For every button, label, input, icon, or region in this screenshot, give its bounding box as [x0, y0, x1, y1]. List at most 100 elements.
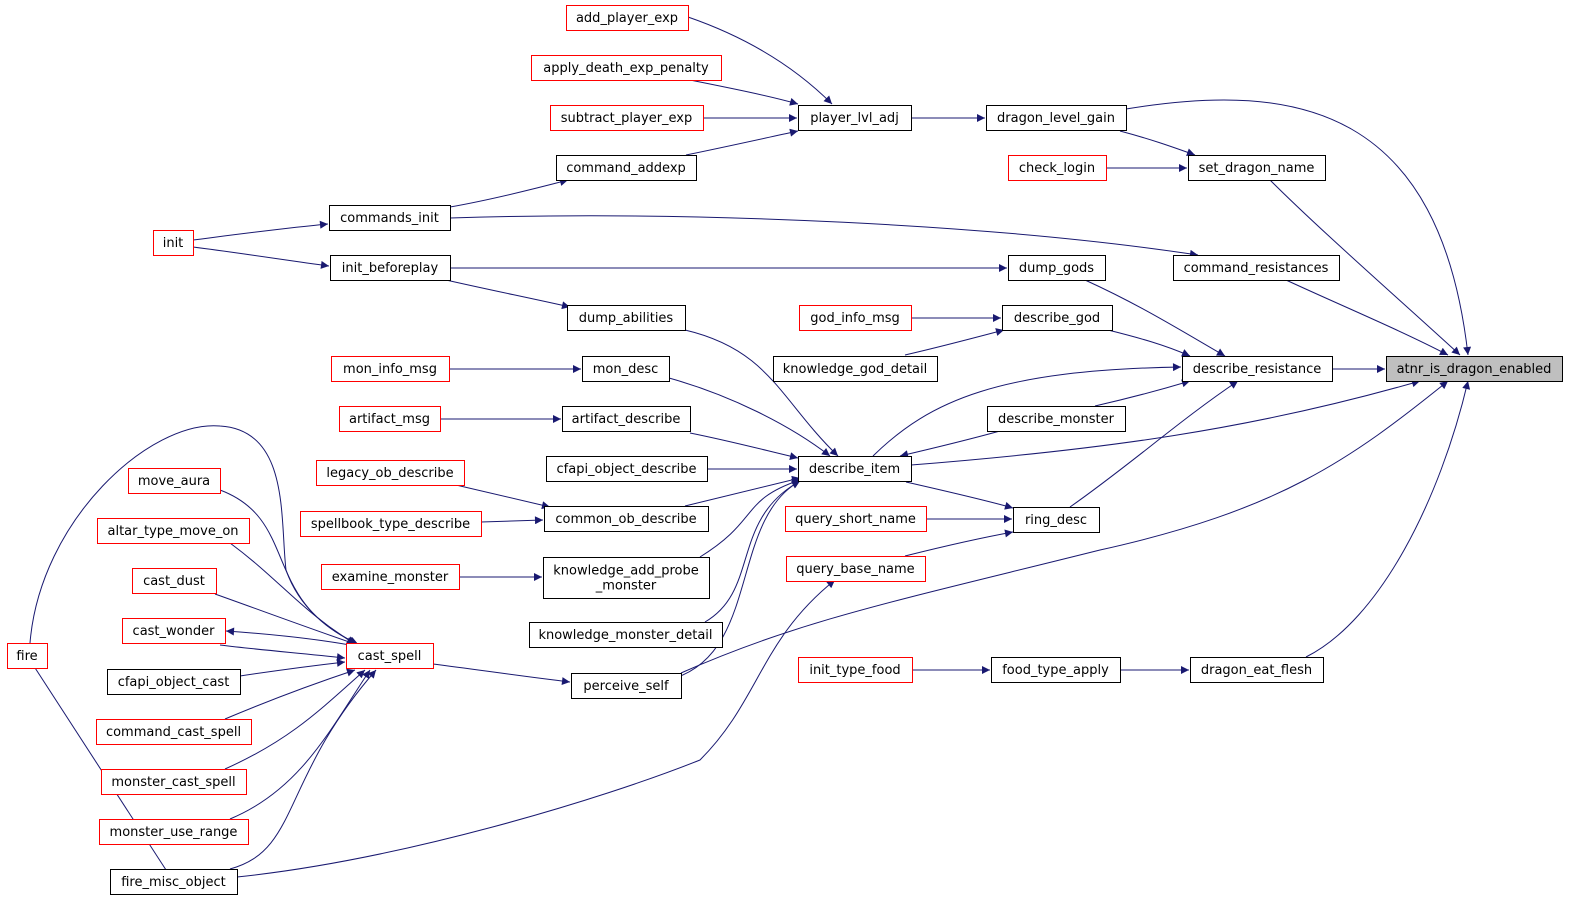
node-player_lvl_adj[interactable]: player_lvl_adj	[798, 105, 912, 131]
edge-ring_desc-to-describe_resistance	[1069, 380, 1239, 508]
node-dragon_level_gain[interactable]: dragon_level_gain	[986, 105, 1127, 131]
node-fire[interactable]: fire	[7, 643, 48, 669]
node-label-commands_init: commands_init	[340, 211, 439, 226]
node-legacy_ob_describe[interactable]: legacy_ob_describe	[316, 460, 465, 486]
node-box-command_cast_spell	[96, 719, 252, 745]
node-god_info_msg[interactable]: god_info_msg	[799, 305, 912, 331]
node-commands_init[interactable]: commands_init	[329, 205, 451, 231]
node-cfapi_object_describe[interactable]: cfapi_object_describe	[546, 456, 708, 482]
node-command_cast_spell[interactable]: command_cast_spell	[96, 719, 252, 745]
edge-dragon_eat_flesh-to-atnr_is_dragon_enabled	[1305, 380, 1471, 658]
node-label-set_dragon_name: set_dragon_name	[1199, 161, 1315, 176]
node-box-dragon_eat_flesh	[1190, 657, 1324, 683]
node-artifact_msg[interactable]: artifact_msg	[339, 406, 441, 432]
node-box-query_short_name	[785, 506, 927, 532]
node-mon_info_msg[interactable]: mon_info_msg	[331, 356, 450, 382]
node-label-init_type_food: init_type_food	[809, 663, 900, 678]
node-box-god_info_msg	[799, 305, 912, 331]
node-label-apply_death_exp_penalty: apply_death_exp_penalty	[543, 61, 709, 76]
node-box-check_login	[1008, 155, 1107, 181]
node-label-describe_monster: describe_monster	[998, 412, 1115, 427]
node-box-spellbook_type_describe	[300, 511, 482, 537]
node-ring_desc[interactable]: ring_desc	[1013, 507, 1100, 533]
edge-dragon_level_gain-to-set_dragon_name	[1119, 130, 1196, 157]
edge-dump_abilities-to-describe_item	[684, 329, 839, 457]
node-examine_monster[interactable]: examine_monster	[321, 564, 460, 590]
node-artifact_describe[interactable]: artifact_describe	[562, 406, 691, 432]
node-box-common_ob_describe	[544, 506, 709, 532]
node-perceive_self[interactable]: perceive_self	[571, 673, 682, 699]
node-fire_misc_object[interactable]: fire_misc_object	[110, 869, 238, 895]
node-command_addexp[interactable]: command_addexp	[556, 155, 697, 181]
edge-describe_item-to-ring_desc	[905, 481, 1014, 510]
node-label-dragon_eat_flesh: dragon_eat_flesh	[1201, 663, 1312, 678]
node-mon_desc[interactable]: mon_desc	[582, 356, 670, 382]
edge-command_resistances-to-atnr_is_dragon_enabled	[1285, 279, 1449, 356]
node-init[interactable]: init	[153, 230, 194, 256]
node-describe_god[interactable]: describe_god	[1002, 305, 1113, 331]
node-label-knowledge_add_probe_monster-line-1: knowledge_add_probe	[553, 564, 698, 579]
node-cfapi_object_cast[interactable]: cfapi_object_cast	[107, 669, 241, 695]
node-label-ring_desc: ring_desc	[1025, 513, 1087, 528]
node-box-init_type_food	[798, 657, 913, 683]
node-box-monster_use_range	[99, 819, 249, 845]
node-spellbook_type_describe[interactable]: spellbook_type_describe	[300, 511, 482, 537]
edge-monster_use_range-to-cast_spell	[229, 669, 371, 820]
node-box-knowledge_add_probe_monster	[543, 557, 710, 599]
node-label-query_base_name: query_base_name	[796, 562, 914, 577]
node-box-fire	[7, 643, 48, 669]
node-monster_use_range[interactable]: monster_use_range	[99, 819, 249, 845]
node-box-ring_desc	[1013, 507, 1100, 533]
node-label-player_lvl_adj: player_lvl_adj	[810, 111, 899, 126]
node-box-command_addexp	[556, 155, 697, 181]
node-label-cfapi_object_cast: cfapi_object_cast	[118, 675, 230, 690]
node-subtract_player_exp[interactable]: subtract_player_exp	[550, 105, 704, 131]
node-knowledge_monster_detail[interactable]: knowledge_monster_detail	[529, 622, 723, 648]
node-query_base_name[interactable]: query_base_name	[786, 556, 926, 582]
node-box-set_dragon_name	[1188, 155, 1326, 181]
node-monster_cast_spell[interactable]: monster_cast_spell	[101, 769, 247, 795]
node-food_type_apply[interactable]: food_type_apply	[991, 657, 1121, 683]
node-describe_item[interactable]: describe_item	[798, 456, 912, 482]
node-label-food_type_apply: food_type_apply	[1002, 663, 1109, 678]
node-box-dump_abilities	[567, 305, 686, 331]
node-set_dragon_name[interactable]: set_dragon_name	[1188, 155, 1326, 181]
node-apply_death_exp_penalty[interactable]: apply_death_exp_penalty	[531, 55, 722, 81]
node-box-perceive_self	[571, 673, 682, 699]
node-label-god_info_msg: god_info_msg	[810, 311, 900, 326]
node-box-dump_gods	[1008, 255, 1106, 281]
node-label-init_beforeplay: init_beforeplay	[342, 261, 439, 276]
node-add_player_exp[interactable]: add_player_exp	[566, 5, 689, 31]
node-box-atnr_is_dragon_enabled	[1386, 356, 1563, 382]
node-knowledge_add_probe_monster[interactable]: knowledge_add_probe_monster	[543, 557, 710, 599]
node-cast_dust[interactable]: cast_dust	[132, 568, 217, 594]
node-init_type_food[interactable]: init_type_food	[798, 657, 913, 683]
edge-legacy_ob_describe-to-common_ob_describe	[455, 484, 551, 510]
node-knowledge_god_detail[interactable]: knowledge_god_detail	[773, 356, 938, 382]
node-label-describe_resistance: describe_resistance	[1193, 362, 1322, 377]
node-query_short_name[interactable]: query_short_name	[785, 506, 927, 532]
node-dump_gods[interactable]: dump_gods	[1008, 255, 1106, 281]
node-describe_resistance[interactable]: describe_resistance	[1182, 356, 1333, 382]
node-label-command_resistances: command_resistances	[1184, 261, 1329, 276]
node-box-command_resistances	[1173, 255, 1340, 281]
edge-monster_cast_spell-to-cast_spell	[224, 669, 366, 770]
node-altar_type_move_on[interactable]: altar_type_move_on	[97, 518, 250, 544]
node-label-examine_monster: examine_monster	[332, 570, 449, 585]
node-box-move_aura	[128, 468, 221, 494]
edge-add_player_exp-to-player_lvl_adj	[687, 16, 833, 105]
edge-apply_death_exp_penalty-to-player_lvl_adj	[689, 79, 799, 106]
node-check_login[interactable]: check_login	[1008, 155, 1107, 181]
node-command_resistances[interactable]: command_resistances	[1173, 255, 1340, 281]
node-cast_spell[interactable]: cast_spell	[346, 643, 434, 669]
node-init_beforeplay[interactable]: init_beforeplay	[330, 255, 451, 281]
node-dragon_eat_flesh[interactable]: dragon_eat_flesh	[1190, 657, 1324, 683]
node-label-cfapi_object_describe: cfapi_object_describe	[557, 462, 697, 477]
node-dump_abilities[interactable]: dump_abilities	[567, 305, 686, 331]
node-label-mon_info_msg: mon_info_msg	[343, 362, 437, 377]
node-move_aura[interactable]: move_aura	[128, 468, 221, 494]
node-atnr_is_dragon_enabled[interactable]: atnr_is_dragon_enabled	[1386, 356, 1563, 382]
node-cast_wonder[interactable]: cast_wonder	[122, 618, 226, 644]
node-common_ob_describe[interactable]: common_ob_describe	[544, 506, 709, 532]
node-describe_monster[interactable]: describe_monster	[987, 406, 1126, 432]
